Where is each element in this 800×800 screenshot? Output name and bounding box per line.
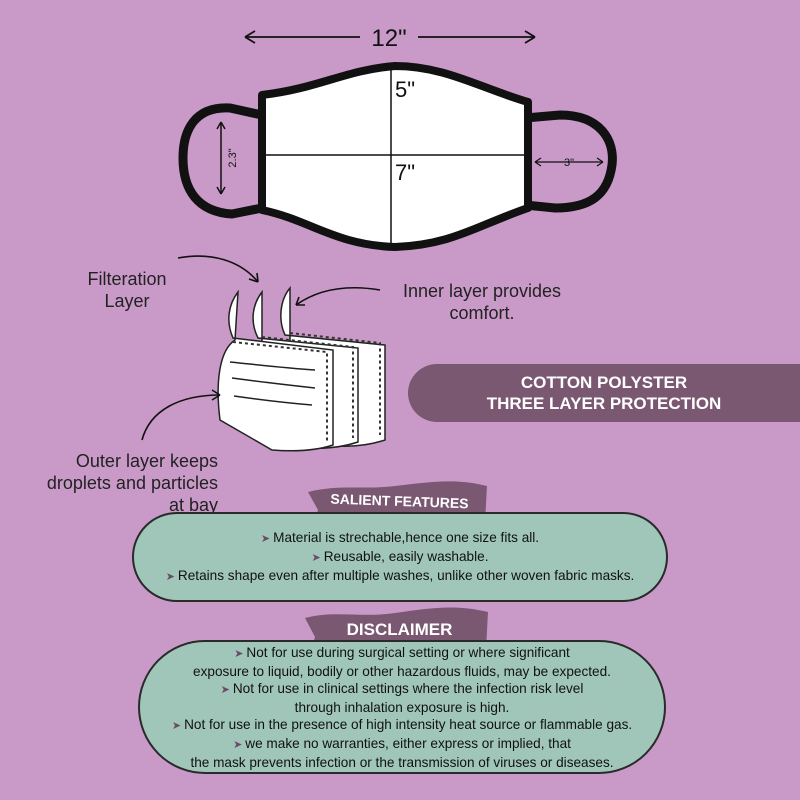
arrow-icon bbox=[295, 287, 381, 306]
filtration-callout: Filteration Layer bbox=[87, 269, 167, 311]
disclaimer-line: ➤Not for use in the presence of high int… bbox=[171, 716, 633, 732]
disclaimer-title: DISCLAIMER bbox=[346, 620, 453, 639]
mask-pleats bbox=[229, 361, 316, 406]
mask-layer-stitches bbox=[232, 332, 381, 442]
mask-body bbox=[258, 62, 532, 251]
bullet-chevron-icon: ➤ bbox=[260, 532, 271, 545]
inner-layer-callout: Inner layer provides comfort. bbox=[402, 281, 562, 323]
height-lower-label: 7" bbox=[395, 160, 415, 185]
bullet-chevron-icon: ➤ bbox=[220, 683, 230, 696]
bullet-chevron-icon: ➤ bbox=[234, 647, 244, 660]
bullet-chevron-icon: ➤ bbox=[171, 719, 182, 732]
disclaimer-line: the mask prevents infection or the trans… bbox=[190, 754, 614, 770]
ear-width-label: 3" bbox=[564, 157, 574, 169]
feature-item: ➤Reusable, easily washable. bbox=[311, 548, 489, 564]
bullet-chevron-icon: ➤ bbox=[311, 551, 321, 564]
disclaimer-line: ➤we make no warranties, either express o… bbox=[233, 735, 571, 751]
outer-layer-callout: Outer layer keeps droplets and particles… bbox=[46, 451, 218, 515]
disclaimer-panel: ➤Not for use during surgical setting or … bbox=[138, 640, 666, 774]
material-banner: COTTON POLYSTER THREE LAYER PROTECTION bbox=[408, 364, 800, 422]
ear-height-label: 2.3" bbox=[227, 148, 239, 167]
arrow-icon bbox=[177, 255, 259, 283]
bullet-chevron-icon: ➤ bbox=[233, 738, 243, 751]
disclaimer-line: through inhalation exposure is high. bbox=[294, 699, 510, 715]
feature-item: ➤Retains shape even after multiple washe… bbox=[165, 567, 635, 583]
disclaimer-line: ➤Not for use in clinical settings where … bbox=[220, 680, 584, 696]
disclaimer-line: exposure to liquid, bodily or other haza… bbox=[193, 663, 611, 679]
mask-layers bbox=[217, 285, 386, 452]
banner-line-1: COTTON POLYSTER bbox=[520, 373, 688, 392]
left-ear-loop bbox=[178, 103, 263, 219]
width-label: 12" bbox=[371, 25, 406, 52]
salient-features-panel: ➤Material is strechable,hence one size f… bbox=[132, 512, 668, 602]
height-upper-label: 5" bbox=[395, 77, 415, 102]
disclaimer-line: ➤Not for use during surgical setting or … bbox=[234, 644, 570, 660]
bullet-chevron-icon: ➤ bbox=[165, 570, 175, 583]
banner-line-2: THREE LAYER PROTECTION bbox=[486, 394, 722, 413]
feature-item: ➤Material is strechable,hence one size f… bbox=[260, 529, 540, 545]
arrow-icon bbox=[141, 394, 221, 441]
right-ear-loop bbox=[524, 110, 617, 213]
